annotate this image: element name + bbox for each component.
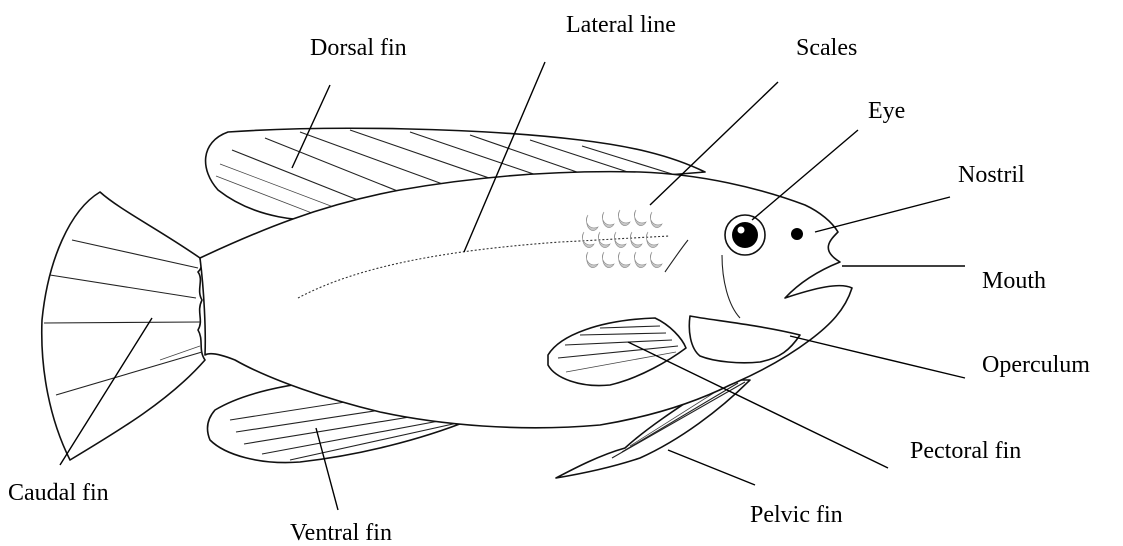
leader-nostril <box>815 197 950 232</box>
label-caudal-fin: Caudal fin <box>8 480 109 506</box>
leader-operculum <box>790 336 965 378</box>
label-dorsal-fin: Dorsal fin <box>310 35 407 61</box>
nostril-dot <box>791 228 803 240</box>
label-lateral-line: Lateral line <box>566 12 676 38</box>
label-operculum: Operculum <box>982 352 1090 378</box>
eye-icon <box>725 215 765 255</box>
label-ventral-fin: Ventral fin <box>290 520 392 546</box>
caudal-fin <box>42 192 205 460</box>
label-eye: Eye <box>868 98 905 124</box>
label-pelvic-fin: Pelvic fin <box>750 502 843 528</box>
label-pectoral-fin: Pectoral fin <box>910 438 1021 464</box>
leader-pelvic-fin <box>668 450 755 485</box>
label-nostril: Nostril <box>958 162 1025 188</box>
label-scales: Scales <box>796 35 857 61</box>
label-mouth: Mouth <box>982 268 1046 294</box>
